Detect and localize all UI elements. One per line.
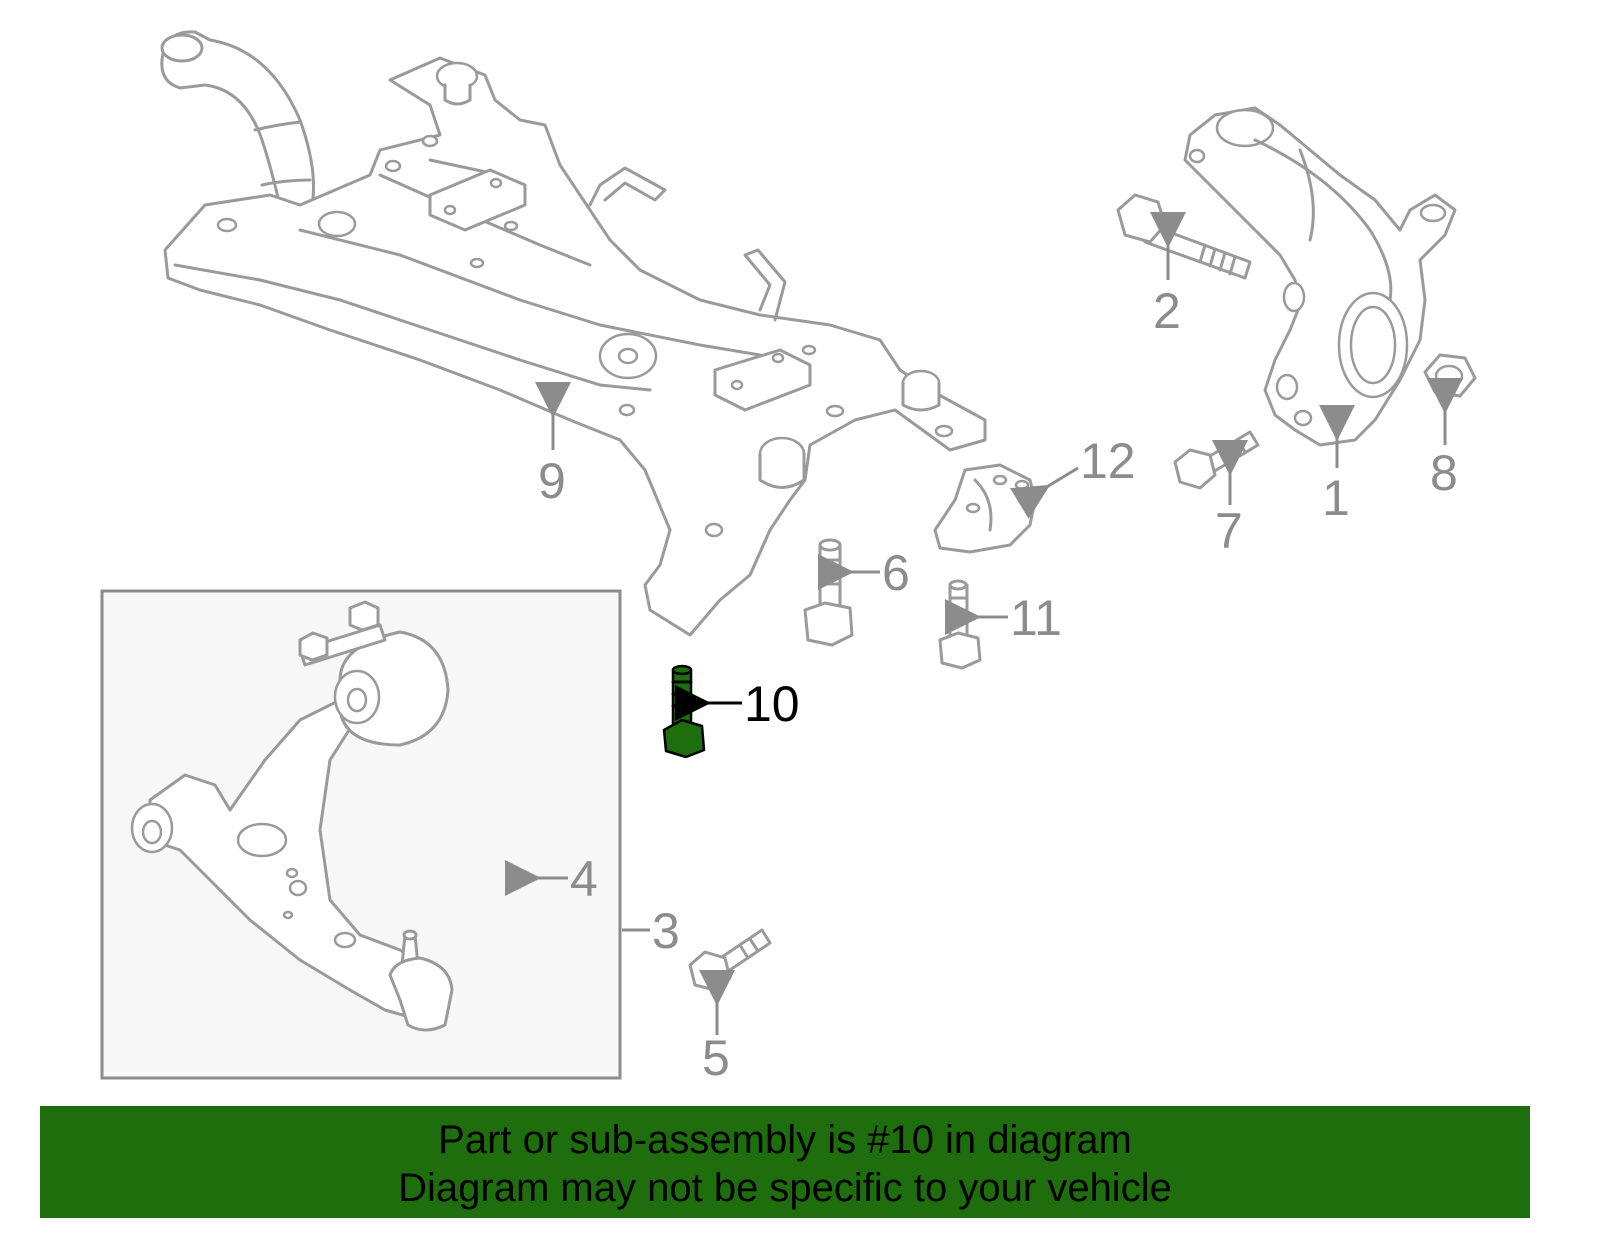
bolt-7 (1173, 430, 1260, 490)
svg-text:2: 2 (1153, 283, 1181, 339)
callout-5: 5 (699, 970, 735, 1086)
callout-8: 8 (1427, 378, 1463, 501)
info-banner: Part or sub-assembly is #10 in diagram D… (40, 1106, 1530, 1218)
callout-6: 6 (818, 545, 910, 601)
svg-text:9: 9 (538, 453, 566, 509)
svg-text:10: 10 (744, 676, 800, 732)
svg-text:7: 7 (1215, 503, 1243, 559)
callout-1: 1 (1319, 405, 1355, 526)
callout-2: 2 (1150, 212, 1186, 339)
callout-9: 9 (535, 382, 571, 509)
svg-text:11: 11 (1010, 590, 1062, 646)
subframe-crossmember (160, 30, 987, 637)
nut-8 (1423, 353, 1477, 398)
callout-11: 11 (945, 590, 1062, 646)
svg-text:8: 8 (1430, 445, 1458, 501)
callout-12: 12 (1010, 433, 1136, 519)
bolt-10-highlighted (662, 664, 706, 759)
bolt-11 (938, 579, 982, 670)
svg-text:6: 6 (882, 545, 910, 601)
callout-3: 3 (622, 903, 680, 959)
svg-text:5: 5 (702, 1030, 730, 1086)
steering-knuckle (1183, 106, 1457, 447)
bolt-6 (803, 538, 854, 647)
callout-4: 4 (505, 851, 598, 907)
banner-line-1: Part or sub-assembly is #10 in diagram (438, 1118, 1132, 1162)
bracket-12 (933, 463, 1037, 554)
callout-7: 7 (1212, 440, 1248, 559)
callout-10: 10 (675, 676, 800, 732)
bolt-5 (688, 928, 772, 992)
svg-text:3: 3 (652, 903, 680, 959)
bolt-2 (1116, 193, 1252, 280)
banner-line-2: Diagram may not be specific to your vehi… (398, 1166, 1172, 1210)
control-arm-inset (100, 589, 622, 1080)
svg-text:4: 4 (570, 851, 598, 907)
svg-text:12: 12 (1080, 433, 1136, 489)
svg-text:1: 1 (1322, 470, 1350, 526)
